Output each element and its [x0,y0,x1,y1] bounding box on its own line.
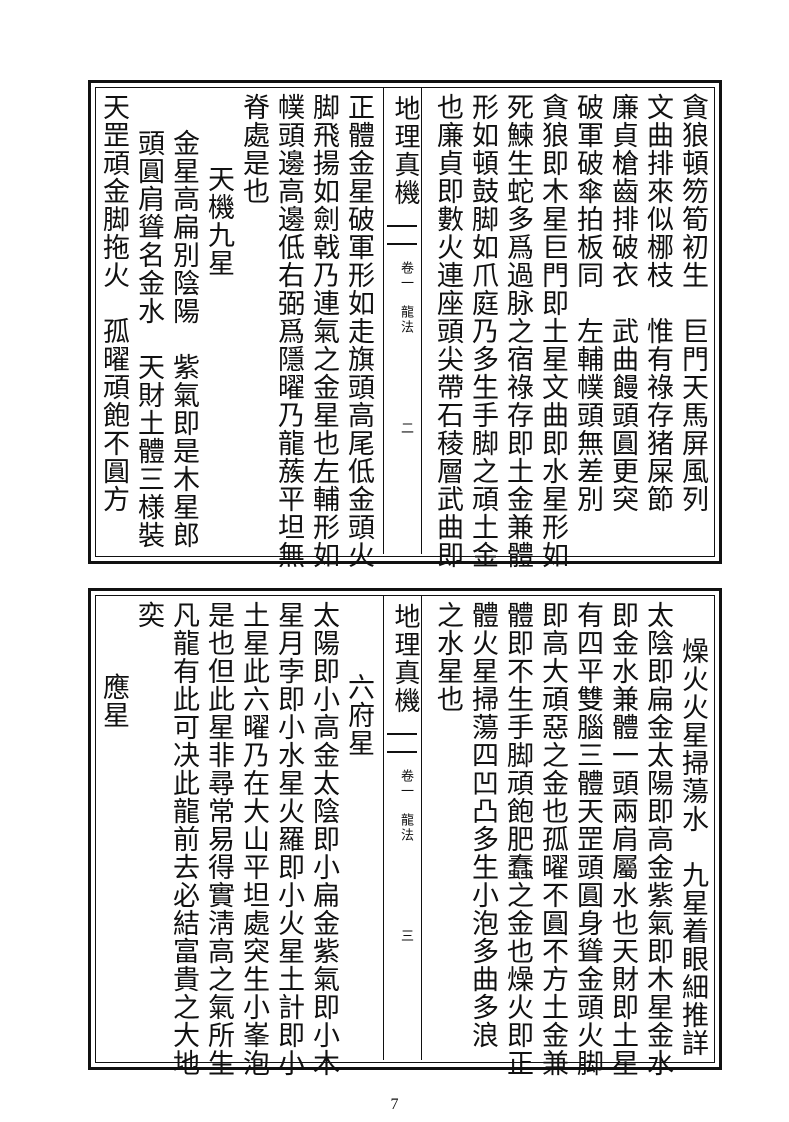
text-column: 正體金星破軍形如走旗頭高尾低金頭火 [343,93,374,569]
margin-rule [421,88,422,554]
text-column: 頭圓肩聳名金水 天財土體三様裝 [133,129,164,549]
text-column: 天罡頑金脚拖火 孤曜頑飽不圓方 [98,93,129,513]
margin-section: 龍法 [398,305,413,335]
text-column: 破軍破傘拍板同 左輔幞頭無差別 [572,93,603,513]
margin-title: 地理真機 [390,603,420,715]
text-column: 金星高扁別陰陽 紫氣即是木星郎 [168,129,199,549]
text-column: 貪狼即木星巨門即土星文曲即水星形如 [537,93,568,569]
text-column: 星月孛即小水星火羅即小火星土計即小 [273,601,304,1077]
text-column: 貪狼頓笏筍初生 巨門天馬屏風列 [677,93,708,513]
margin-rule [383,596,384,1060]
text-column: 幞頭邊高邊低右弼爲隱曜乃龍蔟平坦無 [273,93,304,569]
text-column: 即高大頑惡之金也孤曜不圓不方土金兼 [537,601,568,1077]
text-column: 體火星掃蕩四凹凸多生小泡多曲多浪 [467,601,498,1049]
fish-tail-mark [387,225,417,255]
margin-page: 二 [398,421,413,436]
text-column: 凡龍有此可决此龍前去必結富貴之大地 [168,601,199,1077]
text-column: 脚飛揚如劍戟乃連氣之金星也左輔形如 [308,93,339,569]
text-column: 有四平雙腦三體天罡頭圓身聳金頭火脚 [572,601,603,1077]
text-column: 燥火火星掃蕩水 九星着眼細推詳 [677,637,708,1057]
text-column: 是也但此星非尋常易得實淸高之氣所生 [203,601,234,1077]
top-page-frame: 貪狼頓笏筍初生 巨門天馬屏風列 文曲排來似梛枝 惟有祿存猪屎節 廉貞槍齒排破衣 … [88,80,722,569]
text-column: 之水星也 [432,601,463,713]
text-column: 太陽即小高金太陰即小扁金紫氣即小木 [308,601,339,1077]
text-column: 形如頓鼓脚如爪庭乃多生手脚之頑土金 [467,93,498,569]
text-column: 也廉貞即數火連座頭尖帶石稜層武曲即 [432,93,463,569]
section-heading: 天機九星 [203,165,234,277]
margin-title: 地理真機 [390,95,420,207]
margin-volume: 卷一 [398,769,413,799]
bottom-page-frame: 燥火火星掃蕩水 九星着眼細推詳 太陰即扁金太陽即高金紫氣即木星金水 即金水兼體一… [88,588,722,1077]
fish-tail-mark [387,733,417,763]
text-column: 奕 [133,601,164,629]
section-heading: 應星 [98,673,129,729]
margin-rule [383,88,384,554]
text-column: 文曲排來似梛枝 惟有祿存猪屎節 [642,93,673,513]
margin-rule [421,596,422,1060]
text-column: 土星此六曜乃在大山平坦處突生小峯泡 [238,601,269,1077]
text-column: 體即不生手脚頑飽肥蠢之金也燥火即正 [502,601,533,1077]
text-column: 廉貞槍齒排破衣 武曲饅頭圓更突 [607,93,638,513]
page-number: 7 [390,1096,399,1113]
margin-page: 三 [398,929,413,944]
margin-volume: 卷一 [398,261,413,291]
margin-section: 龍法 [398,813,413,843]
text-column: 脊處是也 [238,93,269,205]
section-heading: 六府星 [343,673,374,757]
text-column: 太陰即扁金太陽即高金紫氣即木星金水 [642,601,673,1077]
text-column: 即金水兼體一頭兩肩屬水也天財即土星 [607,601,638,1077]
text-column: 死鰊生蛇多爲過脉之宿祿存即土金兼體 [502,93,533,569]
